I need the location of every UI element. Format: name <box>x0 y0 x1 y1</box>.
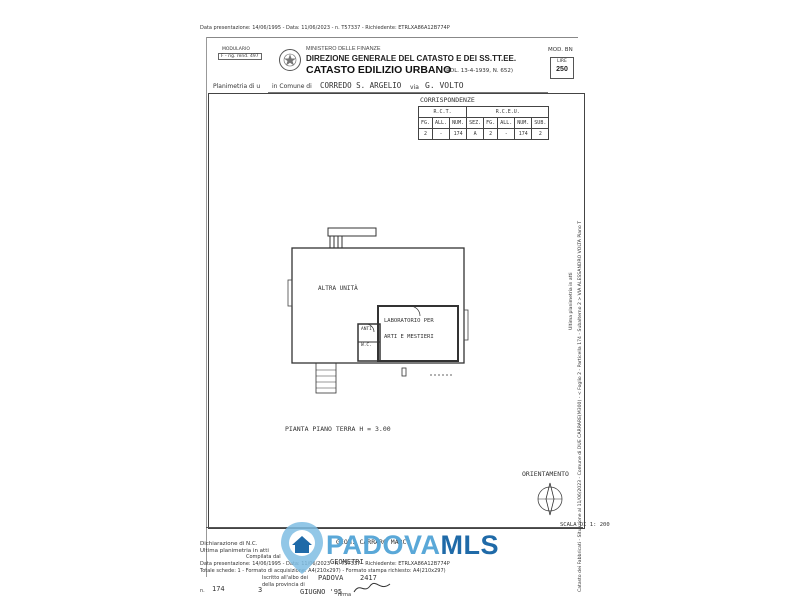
footer-sheets-line: Totale schede: 1 - Formato di acquisizio… <box>200 568 446 574</box>
model-code: F - rig. rend. 497 <box>218 53 262 60</box>
form-number: MOD. BN <box>548 47 573 53</box>
planimetry-label: Planimetria di u <box>213 83 261 90</box>
planimetry-underline <box>268 92 548 93</box>
rdl-label: (RDL. 13-4-1939, N. 652) <box>444 68 513 74</box>
compiled-by-label: Compilata dal <box>246 554 281 560</box>
lire-label: LIRE <box>557 59 567 64</box>
via-label: via <box>410 84 419 91</box>
frame-left <box>206 37 207 577</box>
col-header: ALL. <box>497 117 516 129</box>
floor-label: PIANTA PIANO TERRA H = 3.00 <box>285 425 391 433</box>
col-header: SEZ. <box>466 117 485 129</box>
lab-label-2: ARTI E MESTIERI <box>384 334 434 340</box>
cell-value: 2 <box>531 128 550 140</box>
col-header: FG. <box>417 117 434 129</box>
via-value: G. VOLTO <box>425 81 464 90</box>
drawing-frame <box>208 93 585 529</box>
comune-value: CORREDO S. ARGELIO <box>320 81 402 90</box>
anti-label: ANTI <box>361 327 372 332</box>
signature-label: firma <box>338 592 352 598</box>
state-emblem <box>279 49 301 71</box>
province-value: PADOVA <box>318 574 344 582</box>
sub2-value: 3 <box>258 586 263 594</box>
model-label: MODULARIO <box>222 47 250 52</box>
cell-value: 174 <box>514 128 533 140</box>
floor-plan <box>287 227 469 394</box>
cell-value: A <box>466 128 485 140</box>
cell-value: 2 <box>483 128 499 140</box>
lire-box: LIRE 250 <box>550 57 574 79</box>
watermark-logo: PADOVAMLS <box>326 530 499 561</box>
sub-label: n. <box>200 588 205 594</box>
watermark-part2: MLS <box>440 530 500 560</box>
declaration-label: Dichiarazione di N.C. <box>200 541 258 547</box>
col-header: NUM. <box>449 117 468 129</box>
cadastral-table: R.C.T. R.C.E.U. FG. ALL. NUM. SEZ. FG. A… <box>417 106 550 140</box>
lire-value: 250 <box>556 66 568 73</box>
cell-value: - <box>497 128 516 140</box>
wc-label: W.C. <box>361 343 372 348</box>
rceu-header: R.C.E.U. <box>466 106 550 118</box>
col-header: ALL. <box>432 117 451 129</box>
frame-top <box>206 37 578 38</box>
orientation-label: ORIENTAMENTO <box>522 470 569 478</box>
cell-value: 174 <box>449 128 468 140</box>
signature-icon <box>353 582 391 593</box>
compiler-name: GEOM. CARRARO MARCO <box>336 538 411 546</box>
correspondences-label: CORRISPONDENZE <box>420 96 475 104</box>
location-pin-icon <box>281 522 323 574</box>
footer-date-line: Data presentazione: 14/06/1995 - Data: 1… <box>200 561 450 567</box>
lab-label-1: LABORATORIO PER <box>384 318 434 324</box>
register-number: 2417 <box>360 574 377 582</box>
north-arrow-icon <box>537 482 563 516</box>
watermark-part1: PADOVA <box>326 530 441 560</box>
footer-divider <box>206 527 583 528</box>
side-stamp-last-plan: Ultima planimetria in atti <box>569 272 574 330</box>
col-header: NUM. <box>514 117 533 129</box>
register-label: Iscritto all'albo dei <box>262 575 308 581</box>
direction-label: DIREZIONE GENERALE DEL CATASTO E DEI SS.… <box>306 54 517 63</box>
register-value: GEOMETRI <box>330 558 364 566</box>
date-value: GIUGNO '95 <box>300 588 343 596</box>
side-stamp: Catasto dei Fabbricati - Situazione al 1… <box>578 220 583 592</box>
form-title: CATASTO EDILIZIO URBANO <box>306 64 452 76</box>
col-header: FG. <box>483 117 499 129</box>
comune-label: in Comune di <box>272 83 312 90</box>
rct-header: R.C.T. <box>417 106 468 118</box>
ministry-label: MINISTERO DELLE FINANZE <box>306 46 381 52</box>
last-plan-label: Ultima planimetria in atti <box>200 548 269 554</box>
presentation-line: Data presentazione: 14/06/1995 - Data: 1… <box>200 25 450 31</box>
col-header: SUB. <box>531 117 550 129</box>
cell-value: 2 <box>417 128 434 140</box>
sub-value: 174 <box>212 585 225 593</box>
province-label: della provincia di <box>262 582 305 588</box>
scale-label: SCALA DI 1: 200 <box>560 522 610 528</box>
other-unit-label: ALTRA UNITÀ <box>318 285 358 292</box>
cell-value: - <box>432 128 451 140</box>
